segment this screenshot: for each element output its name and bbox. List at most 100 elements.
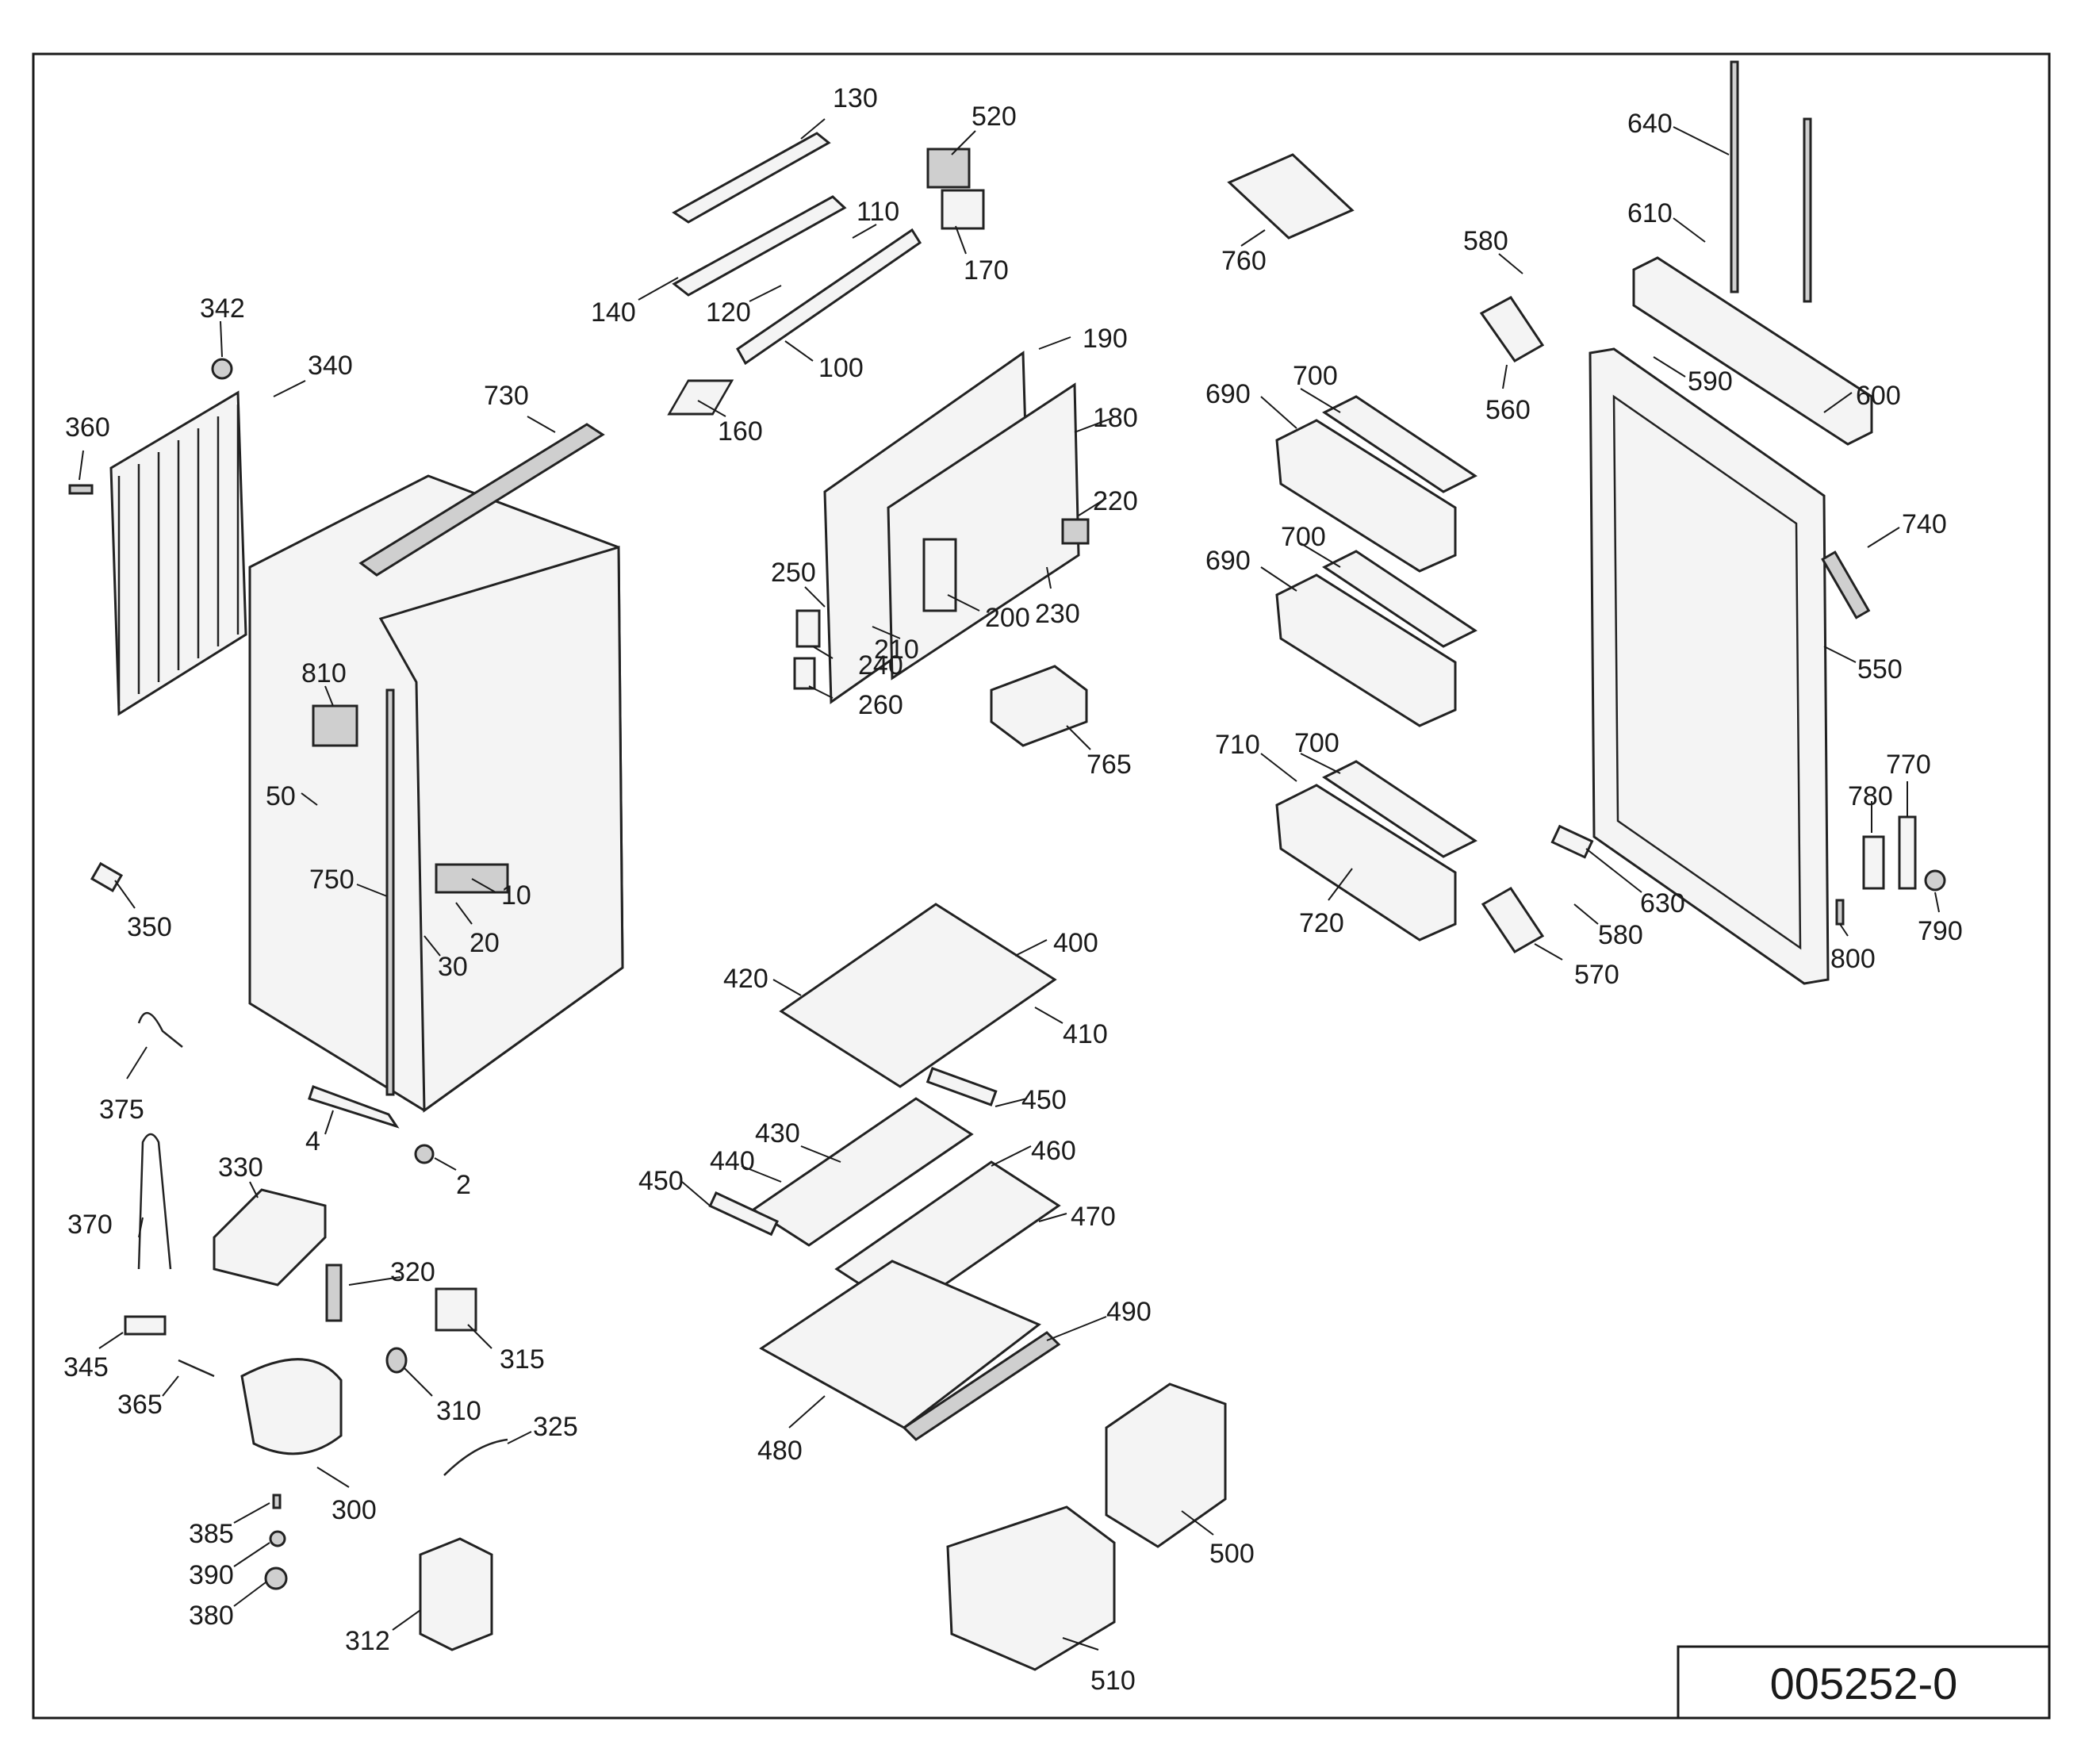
callout-440: 440 [710,1146,755,1176]
part-780-block [1862,835,1885,890]
callout-430: 430 [755,1118,800,1149]
callout-510: 510 [1090,1666,1136,1696]
part-325-sensor [443,1438,508,1476]
part-360-screw [68,484,94,495]
reference-box [1677,1645,2051,1720]
callout-520: 520 [972,102,1017,132]
part-200-holder [922,538,957,612]
callout-160: 160 [718,416,763,447]
part-220-clip [1061,518,1090,545]
part-240-knob [795,609,821,648]
callout-325: 325 [533,1412,578,1442]
callout-800: 800 [1830,944,1876,974]
drawing-number: 005252-0 [1770,1659,1958,1708]
callout-240: 240 [858,650,903,681]
callout-370: 370 [67,1210,113,1240]
part-4-wrench [308,1085,400,1129]
part-600-top-plate [1632,256,1873,446]
callout-2: 2 [456,1170,471,1200]
callout-600: 600 [1856,381,1901,411]
callout-385: 385 [189,1519,234,1549]
callout-30: 30 [438,952,468,982]
callout-550: 550 [1857,654,1903,685]
part-750-hinge-pin [385,688,395,1096]
part-312-box [419,1537,493,1651]
callout-260: 260 [858,690,903,720]
leader-lines [79,118,1940,1651]
callout-500: 500 [1209,1539,1255,1569]
part-342-nut [211,358,233,380]
callout-250: 250 [771,558,816,588]
callout-765: 765 [1086,750,1132,780]
callout-180: 180 [1093,403,1138,433]
callout-20: 20 [469,928,500,958]
callout-140: 140 [591,297,636,328]
callout-345: 345 [63,1352,109,1382]
part-810-bracket [312,704,358,747]
part-170-clip [941,189,985,230]
callout-560: 560 [1485,395,1531,425]
callout-780: 780 [1848,781,1893,811]
part-450a-bracket [926,1066,998,1106]
part-560-hinge [1479,296,1545,362]
callout-340: 340 [308,351,353,381]
part-100-panel [736,228,922,366]
callout-190: 190 [1083,324,1128,354]
part-570-hinge [1481,887,1545,953]
callout-330: 330 [218,1152,263,1183]
callout-400: 400 [1053,928,1098,958]
part-130-control-bracket [672,132,831,224]
part-640b-rod [1803,117,1812,303]
callout-730: 730 [484,381,529,411]
part-300-compressor [240,1358,343,1455]
callout-750: 750 [309,865,354,895]
callout-700a: 700 [1293,361,1338,391]
callout-100: 100 [818,353,864,383]
part-10-control [435,863,509,894]
callout-720: 720 [1299,908,1344,938]
callout-360: 360 [65,412,110,443]
part-690b-bin [1275,573,1457,727]
callout-760: 760 [1221,246,1267,276]
part-160-cover [667,379,734,416]
callout-310: 310 [436,1396,481,1426]
callout-350: 350 [127,912,172,942]
part-400-shelf [779,903,1057,1088]
part-480-glass [759,1260,1041,1429]
callout-365: 365 [117,1390,163,1420]
callout-470: 470 [1071,1202,1116,1232]
callout-450a: 450 [1021,1085,1067,1115]
callout-710: 710 [1215,730,1260,760]
callout-700c: 700 [1294,728,1339,758]
part-760-ice-tray [1227,153,1355,240]
part-385-screw [272,1494,282,1509]
drawing-frame [32,52,2051,1720]
part-310-grommet [385,1347,408,1374]
callout-220: 220 [1093,486,1138,516]
cabinet-top-rail [358,423,605,577]
callout-230: 230 [1035,599,1080,629]
callout-210: 210 [874,635,919,665]
callout-810: 810 [301,658,347,688]
callout-315: 315 [500,1344,545,1375]
part-740-handle [1821,550,1871,619]
part-350-sleeve [90,861,124,892]
part-630-plate [1550,824,1594,859]
callout-10: 10 [501,880,531,911]
part-140-bracket [672,195,847,297]
callout-110: 110 [857,197,899,227]
callout-420: 420 [723,964,768,994]
part-765-box [990,665,1088,747]
part-260-cap [793,657,816,690]
part-330-cover [213,1188,327,1287]
callout-320: 320 [390,1257,435,1287]
part-375-cable [137,1012,183,1048]
callout-630: 630 [1640,888,1685,918]
part-790-knob [1924,869,1946,892]
part-770-bracket [1898,815,1917,890]
part-320-relay [325,1264,343,1322]
callout-690b: 690 [1205,546,1251,576]
part-380-nut [264,1567,288,1590]
callout-580b: 580 [1598,920,1643,950]
